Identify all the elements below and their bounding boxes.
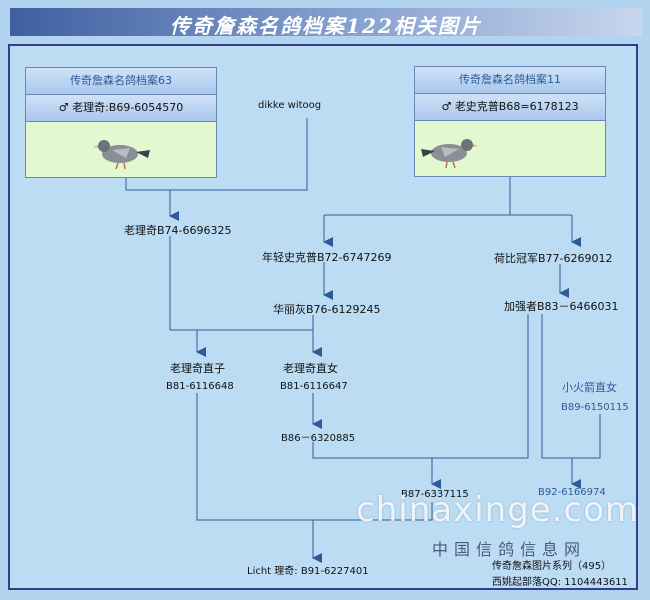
connector-zhizi-licht (196, 393, 313, 521)
node-xiaohuojian-name: 小火箭直女 (562, 381, 617, 394)
card-left-id-text: 老理奇:B69-6054570 (72, 101, 184, 114)
node-zhinv-name: 老理奇直女 (283, 362, 338, 375)
card-left-title[interactable]: 传奇詹森名鸽档案63 (26, 68, 216, 95)
node-jiaqiang: 加强者B83－6466031 (504, 300, 619, 313)
watermark: chinaxinge.com (356, 490, 640, 530)
connector-b86 (312, 442, 432, 459)
connector-xiaohuojian (572, 414, 601, 459)
node-laoliqi: 老理奇B74-6696325 (124, 224, 232, 237)
connector-jiaqiang-b87 (432, 314, 529, 459)
connector-dikke (170, 118, 308, 191)
connector-b87-licht (313, 502, 433, 521)
card-right-title[interactable]: 传奇詹森名鸽档案11 (415, 67, 605, 94)
node-zhizi-id: B81-6116648 (166, 381, 234, 392)
card-left-image (26, 122, 216, 177)
card-left-id: ♂ 老理奇:B69-6054570 (26, 95, 216, 122)
card-right-image (415, 121, 605, 176)
pigeon-card-right[interactable]: 传奇詹森名鸽档案11 ♂ 老史克普B68=6178123 (414, 66, 606, 177)
card-right-id-text: 老史克普B68=6178123 (454, 100, 579, 113)
footer-qq: 西姚起部落QQ: 1104443611 (492, 577, 628, 588)
node-zhinv-id: B81-6116647 (280, 381, 348, 392)
connector-jiaqiang-b92 (541, 314, 572, 459)
title-bar: 传奇詹森名鸽档案122相关图片 (10, 8, 642, 38)
site-name: 中国信鸽信息网 (432, 540, 587, 559)
male-symbol-icon: ♂ (58, 101, 69, 114)
node-zhizi-name: 老理奇直子 (170, 362, 225, 375)
pigeon-icon (421, 139, 478, 169)
node-nianqing: 年轻史克普B72-6747269 (262, 251, 392, 264)
node-b87: B87-6337115 (401, 489, 469, 500)
node-licht: Licht 理奇: B91-6227401 (247, 566, 369, 577)
node-hebi: 荷比冠军B77-6269012 (494, 252, 613, 265)
page-title: 传奇詹森名鸽档案122相关图片 (170, 14, 482, 38)
footer-series: 传奇詹森图片系列（495） (492, 561, 612, 572)
node-b92: B92-6166974 (538, 487, 606, 498)
pigeon-card-left[interactable]: 传奇詹森名鸽档案63 ♂ 老理奇:B69-6054570 (25, 67, 217, 178)
card-right-id: ♂ 老史克普B68=6178123 (415, 94, 605, 121)
node-b86: B86－6320885 (281, 433, 356, 444)
node-dikke-witoog: dikke witoog (258, 100, 322, 111)
pigeon-icon (93, 140, 150, 170)
connector-left-card (125, 176, 170, 191)
node-huali: 华丽灰B76-6129245 (273, 303, 381, 316)
node-xiaohuojian-id: B89-6150115 (561, 402, 629, 413)
male-symbol-icon: ♂ (441, 100, 452, 113)
